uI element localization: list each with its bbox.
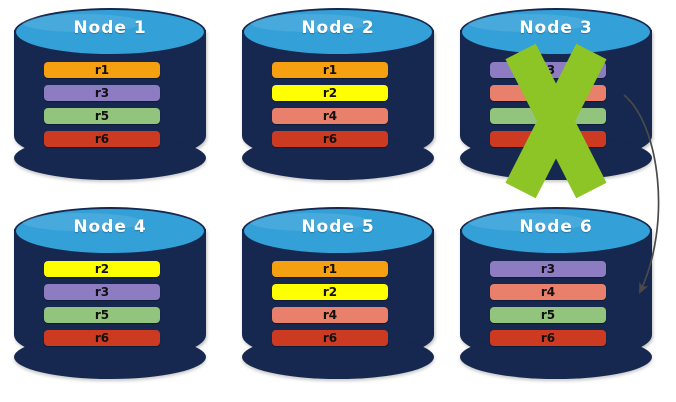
replica-bar[interactable]: r6 bbox=[490, 330, 606, 346]
node-label: Node 1 bbox=[73, 18, 147, 38]
replica-bar[interactable]: r3 bbox=[44, 85, 160, 101]
replica-list: r2 r3 r5 r6 bbox=[44, 261, 176, 353]
replica-bar[interactable]: r4 bbox=[272, 307, 388, 323]
replica-bar[interactable]: r2 bbox=[272, 284, 388, 300]
node-label: Node 3 bbox=[519, 18, 593, 38]
replica-bar[interactable]: r4 bbox=[490, 85, 606, 101]
node-label: Node 5 bbox=[301, 217, 375, 237]
replica-bar[interactable]: r5 bbox=[44, 108, 160, 124]
replica-bar[interactable]: r6 bbox=[44, 131, 160, 147]
node-cylinder-3[interactable]: Node 3 r3 r4 r5 r6 bbox=[460, 8, 652, 199]
replica-bar[interactable]: r3 bbox=[490, 261, 606, 277]
replica-bar[interactable]: r4 bbox=[272, 108, 388, 124]
replica-bar[interactable]: r5 bbox=[44, 307, 160, 323]
replica-list: r1 r3 r5 r6 bbox=[44, 62, 176, 154]
replica-bar[interactable]: r1 bbox=[272, 62, 388, 78]
replica-bar[interactable]: r3 bbox=[490, 62, 606, 78]
replica-list: r3 r4 r5 r6 bbox=[490, 62, 622, 154]
node-cylinder-5[interactable]: Node 5 r1 r2 r4 r6 bbox=[242, 207, 434, 383]
replica-list: r3 r4 r5 r6 bbox=[490, 261, 622, 353]
replica-bar[interactable]: r2 bbox=[272, 85, 388, 101]
node-label: Node 6 bbox=[519, 217, 593, 237]
node-cylinder-2[interactable]: Node 2 r1 r2 r4 r6 bbox=[242, 8, 434, 184]
replica-list: r1 r2 r4 r6 bbox=[272, 62, 404, 154]
replica-bar[interactable]: r5 bbox=[490, 108, 606, 124]
node-label: Node 2 bbox=[301, 18, 375, 38]
replica-bar[interactable]: r6 bbox=[44, 330, 160, 346]
replica-bar[interactable]: r3 bbox=[44, 284, 160, 300]
replica-bar[interactable]: r4 bbox=[490, 284, 606, 300]
replica-list: r1 r2 r4 r6 bbox=[272, 261, 404, 353]
node-cylinder-1[interactable]: Node 1 r1 r3 r5 r6 bbox=[14, 8, 206, 184]
replica-bar[interactable]: r1 bbox=[272, 261, 388, 277]
replica-bar[interactable]: r6 bbox=[490, 131, 606, 147]
replica-bar[interactable]: r6 bbox=[272, 330, 388, 346]
replica-bar[interactable]: r1 bbox=[44, 62, 160, 78]
node-cylinder-6[interactable]: Node 6 r3 r4 r5 r6 bbox=[460, 207, 652, 383]
node-label: Node 4 bbox=[73, 217, 147, 237]
replica-bar[interactable]: r5 bbox=[490, 307, 606, 323]
replica-bar[interactable]: r6 bbox=[272, 131, 388, 147]
replica-bar[interactable]: r2 bbox=[44, 261, 160, 277]
node-cylinder-4[interactable]: Node 4 r2 r3 r5 r6 bbox=[14, 207, 206, 383]
